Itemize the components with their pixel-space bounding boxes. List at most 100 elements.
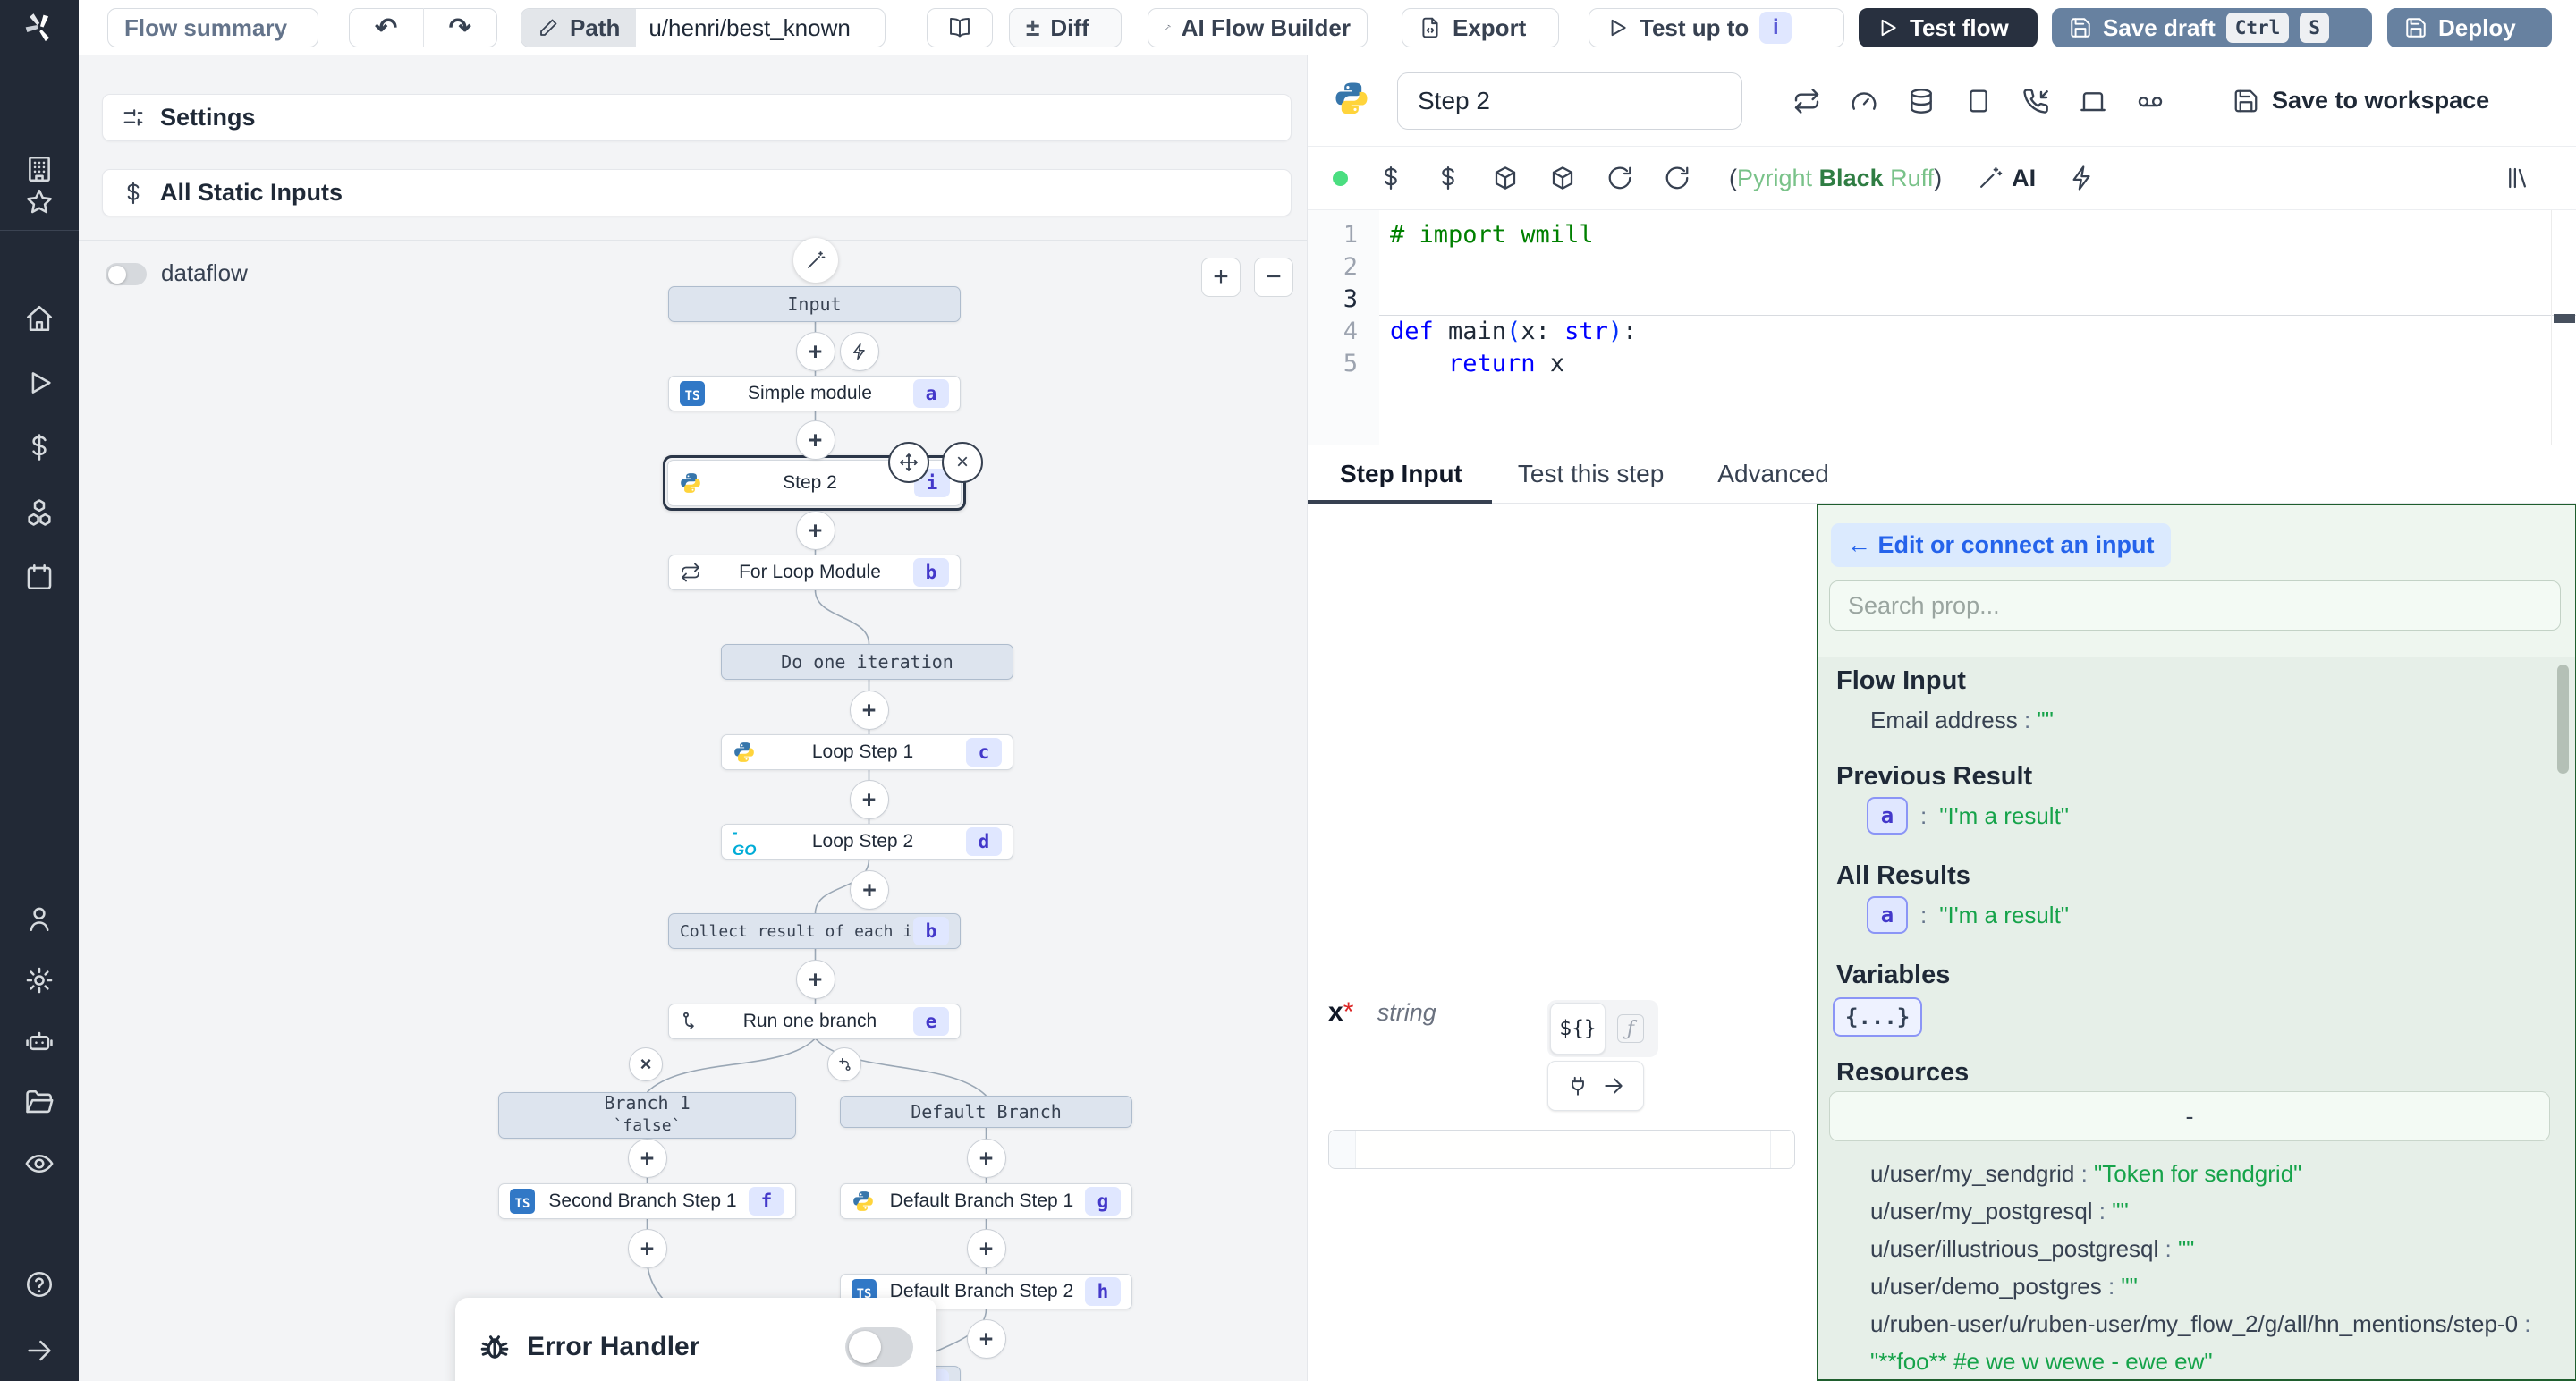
edit-or-connect-back-button[interactable]: ← Edit or connect an input <box>1831 523 2171 567</box>
workers-robot-icon[interactable] <box>24 1027 55 1057</box>
node-collect-result[interactable]: Collect result of each iteration b <box>668 913 961 949</box>
insert-step-button[interactable]: + <box>966 1319 1006 1359</box>
step-name-input[interactable]: Step 2 <box>1397 72 1742 130</box>
insert-step-button[interactable]: + <box>795 511 835 550</box>
save-to-workspace-button[interactable]: Save to workspace <box>2233 87 2489 114</box>
code-line[interactable]: 1# import wmill <box>1343 221 1594 249</box>
dataflow-toggle[interactable] <box>106 263 147 285</box>
retry-icon[interactable] <box>1778 87 1835 115</box>
save-draft-button[interactable]: Save draft Ctrl S <box>2052 8 2372 47</box>
runs-play-icon[interactable] <box>24 368 55 398</box>
package-icon[interactable] <box>1534 165 1591 191</box>
insert-step-button[interactable]: + <box>627 1139 667 1178</box>
folders-icon[interactable] <box>24 1088 55 1118</box>
resource-row[interactable]: u/ruben-user/u/ruben-user/my_flow_2/g/al… <box>1870 1310 2531 1375</box>
code-line[interactable]: 5 return x <box>1343 350 1565 377</box>
building-icon[interactable] <box>24 154 55 184</box>
bolt-icon[interactable] <box>2054 165 2111 191</box>
all-results-row[interactable]: a :"I'm a result" <box>1867 896 2069 934</box>
lint-assistants-label[interactable]: (Pyright Black Ruff) <box>1729 164 1943 191</box>
node-simple-module[interactable]: TS Simple module a <box>668 376 961 411</box>
result-badge[interactable]: a <box>1867 896 1908 934</box>
resources-cubes-icon[interactable] <box>24 497 55 528</box>
node-second-branch-step-1[interactable]: TS Second Branch Step 1 f <box>498 1183 796 1219</box>
flow-input-row[interactable]: Email address : "" <box>1870 707 2054 733</box>
sleep-frame-icon[interactable] <box>2064 87 2122 115</box>
ai-flow-builder-button[interactable]: AI Flow Builder <box>1148 8 1368 47</box>
variables-badge[interactable]: {...} <box>1833 997 1923 1037</box>
test-up-to-button[interactable]: Test up to i <box>1589 8 1844 47</box>
package-icon[interactable] <box>1477 165 1534 191</box>
insert-step-button[interactable]: + <box>966 1139 1006 1178</box>
add-branch-button[interactable] <box>827 1047 861 1081</box>
delete-step-button[interactable]: × <box>942 442 983 483</box>
resource-row[interactable]: u/user/illustrious_postgresql : "" <box>1870 1235 2195 1262</box>
ai-assistant-button[interactable]: AI <box>1978 165 2036 192</box>
path-value-input[interactable]: u/henri/best_known <box>648 13 851 41</box>
insert-step-button[interactable]: + <box>849 780 889 819</box>
settings-card[interactable]: Settings <box>102 94 1292 141</box>
audit-eye-icon[interactable] <box>24 1148 55 1179</box>
insert-step-button[interactable]: + <box>795 332 835 371</box>
deploy-button[interactable]: Deploy <box>2387 8 2552 47</box>
search-prop-input[interactable] <box>1829 580 2561 631</box>
docs-book-button[interactable] <box>927 8 993 47</box>
flow-canvas[interactable]: Settings All Static Inputs dataflow + − <box>79 55 1307 1381</box>
ai-wand-button[interactable] <box>793 238 838 283</box>
flow-summary-input[interactable]: Flow summary <box>107 8 318 47</box>
node-input[interactable]: Input <box>668 286 961 322</box>
tab-advanced[interactable]: Advanced <box>1717 459 1829 487</box>
error-handler-toggle[interactable] <box>845 1327 913 1367</box>
test-flow-button[interactable]: Test flow <box>1859 8 2038 47</box>
insert-step-button[interactable]: + <box>795 960 835 999</box>
user-icon[interactable] <box>24 903 55 934</box>
expr-toggle-button[interactable]: ${} <box>1550 1003 1606 1055</box>
insert-step-button[interactable]: + <box>966 1229 1006 1268</box>
insert-step-button[interactable]: + <box>795 420 835 460</box>
mock-voicemail-icon[interactable] <box>2122 87 2179 115</box>
reload-icon[interactable] <box>1591 165 1648 191</box>
result-badge[interactable]: a <box>1867 797 1908 835</box>
insert-step-button[interactable]: + <box>850 870 889 910</box>
node-step2-selected[interactable]: Step 2 i × <box>663 442 983 511</box>
resource-row[interactable]: u/user/demo_postgres : "" <box>1870 1273 2138 1300</box>
resources-filter-input[interactable]: - <box>1829 1091 2550 1141</box>
trigger-bolt-button[interactable] <box>840 332 879 371</box>
previous-result-row[interactable]: a :"I'm a result" <box>1867 797 2069 835</box>
redo-icon[interactable]: ↷ <box>448 13 471 43</box>
cache-database-icon[interactable] <box>1893 87 1950 115</box>
suspend-phone-icon[interactable] <box>2007 87 2064 115</box>
insert-step-button[interactable]: + <box>849 690 889 730</box>
star-icon[interactable] <box>24 187 55 217</box>
zoom-in-button[interactable]: + <box>1201 258 1241 297</box>
panel-scrollbar-thumb[interactable] <box>2557 665 2569 774</box>
diff-button[interactable]: ±Diff <box>1009 8 1122 47</box>
tab-test-this-step[interactable]: Test this step <box>1517 459 1665 487</box>
resource-row[interactable]: u/user/my_postgresql : "" <box>1870 1198 2129 1224</box>
arg-value-input[interactable] <box>1328 1130 1795 1169</box>
node-loop-step-2[interactable]: -GO Loop Step 2 d <box>721 824 1013 860</box>
export-button[interactable]: Export <box>1402 8 1559 47</box>
library-icon[interactable] <box>2489 165 2546 191</box>
insert-step-button[interactable]: + <box>627 1229 667 1268</box>
node-default-branch-step-1[interactable]: Default Branch Step 1 g <box>840 1183 1132 1219</box>
zoom-out-button[interactable]: − <box>1254 258 1293 297</box>
code-line[interactable]: 3 <box>1308 284 2576 316</box>
settings-gear-icon[interactable] <box>24 965 55 996</box>
windmill-logo[interactable] <box>0 0 79 55</box>
expand-arrow-icon[interactable] <box>24 1335 55 1366</box>
node-loop-step-1[interactable]: Loop Step 1 c <box>721 734 1013 770</box>
move-step-button[interactable] <box>888 442 929 483</box>
concurrency-gauge-icon[interactable] <box>1835 87 1893 115</box>
node-run-one-branch[interactable]: Run one branch e <box>668 1004 961 1039</box>
path-label[interactable]: Path <box>521 9 637 47</box>
undo-icon[interactable]: ↶ <box>375 13 398 43</box>
schedules-calendar-icon[interactable] <box>24 562 55 592</box>
all-static-inputs-card[interactable]: All Static Inputs <box>102 169 1292 216</box>
variables-dollar-icon[interactable] <box>1419 165 1477 191</box>
node-do-one-iteration[interactable]: Do one iteration <box>721 644 1013 680</box>
help-icon[interactable] <box>24 1269 55 1300</box>
timeout-square-icon[interactable] <box>1950 87 2007 115</box>
